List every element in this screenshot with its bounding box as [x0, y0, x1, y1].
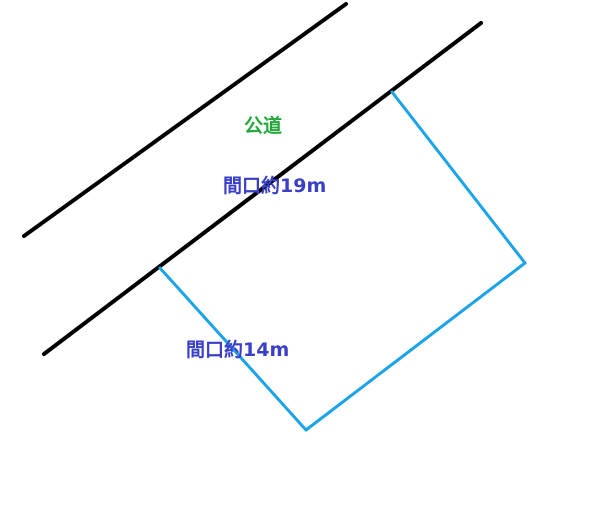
road-label: 公道 — [244, 115, 283, 137]
frontage-label-14m: 間口約14m — [186, 339, 290, 361]
lot-edge-right — [390, 90, 527, 265]
lot-edge-left — [158, 266, 308, 432]
lot-edge-bottom — [304, 261, 527, 432]
road-edge-lower — [42, 21, 483, 356]
frontage-label-19m: 間口約19m — [223, 175, 327, 197]
road-edge-upper — [22, 2, 348, 238]
